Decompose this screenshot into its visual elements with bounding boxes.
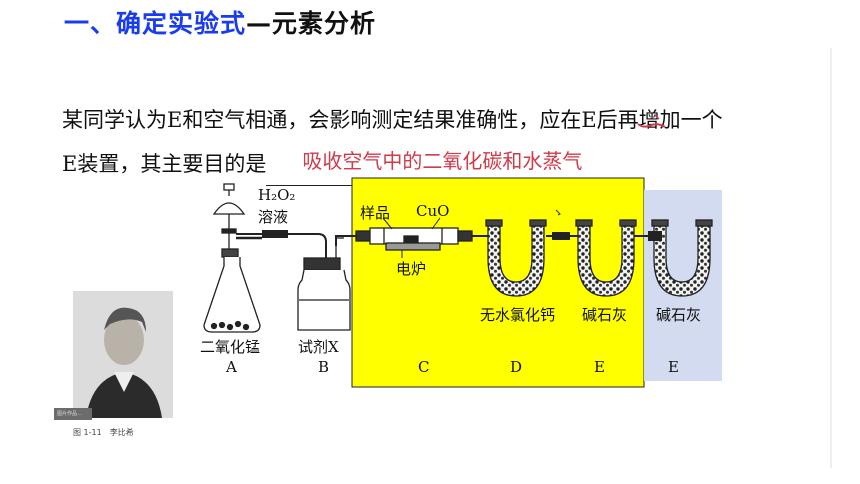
scrollbar-track[interactable] <box>830 48 832 468</box>
label-e2-content: 碱石灰 <box>656 306 702 324</box>
cursor-mark <box>555 209 561 216</box>
letter-a: A <box>226 358 237 376</box>
u-tube-e-extra <box>651 219 713 297</box>
handwritten-answer: 吸收空气中的二氧化碳和水蒸气 <box>302 149 583 173</box>
label-furnace: 电炉 <box>396 260 427 278</box>
u-tube-e <box>575 219 637 297</box>
page-title: 一、确定实验式—元素分析 <box>64 4 376 40</box>
label-sample: 样品 <box>360 204 391 222</box>
flask-a <box>203 183 262 333</box>
label-a-content: 二氧化锰 <box>200 338 261 356</box>
handwritten-underline-mark <box>637 114 666 128</box>
image-badge[interactable]: 图片作品... <box>54 408 92 420</box>
question-prefix: E装置，其主要目的是 <box>62 152 267 176</box>
question-text: 某同学认为E和空气相通，会影响测定结果准确性，应在E后再增加一个 E装置，其主要… <box>62 98 802 186</box>
letter-c: C <box>418 358 430 376</box>
question-line-1: 某同学认为E和空气相通，会影响测定结果准确性，应在E后再增加一个 <box>62 108 723 132</box>
bottle-b <box>297 237 351 331</box>
question-line-2: E装置，其主要目的是 吸收空气中的二氧化碳和水蒸气 <box>62 142 802 186</box>
title-part-1: 一、确定实验式 <box>64 9 247 38</box>
label-h2o2: H₂O₂ <box>258 186 296 204</box>
letter-e: E <box>594 358 605 376</box>
label-b-content: 试剂X <box>298 338 339 356</box>
combustion-tube-c <box>355 217 473 258</box>
title-part-2: —元素分析 <box>246 9 377 38</box>
tube-a-b <box>236 233 327 300</box>
label-cuo: CuO <box>416 202 450 220</box>
label-d-content: 无水氯化钙 <box>480 306 556 324</box>
letter-e-extra: E <box>668 358 679 376</box>
label-e-content: 碱石灰 <box>582 306 628 324</box>
u-tube-d <box>485 219 547 297</box>
label-solution: 溶液 <box>258 208 289 226</box>
tube-b-c <box>335 235 360 246</box>
letter-b: B <box>318 358 330 376</box>
portrait-image <box>73 291 173 418</box>
figure-caption: 图 1-11 李比希 <box>73 428 134 437</box>
letter-d: D <box>510 358 523 376</box>
